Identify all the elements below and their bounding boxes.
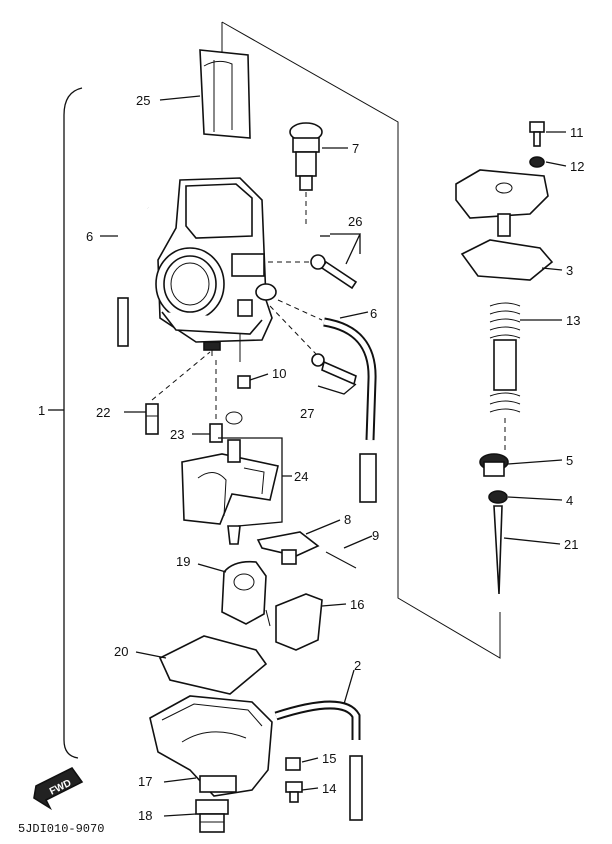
part-11-screw (529, 121, 545, 147)
part-8-plate (256, 531, 320, 565)
label-part-26: 26 (348, 214, 362, 229)
part-6-hose-left (117, 200, 150, 347)
leader-lines (100, 95, 567, 817)
label-part-2: 2 (354, 658, 361, 673)
label-part-11: 11 (570, 125, 584, 140)
label-part-18: 18 (138, 808, 152, 823)
part-7-starter-plunger (289, 122, 323, 191)
group-boundary (221, 21, 501, 659)
part-25-top-cover (199, 49, 251, 139)
label-part-13: 13 (566, 313, 580, 328)
label-part-22: 22 (96, 405, 110, 420)
part-23-jet (209, 423, 223, 443)
label-part-16: 16 (350, 597, 364, 612)
part-13-spring (489, 302, 521, 413)
fwd-arrow-icon: FWD (33, 766, 84, 811)
label-part-23: 23 (170, 427, 184, 442)
part-9-pin (325, 551, 357, 569)
part-15-nut (285, 757, 301, 771)
label-part-3: 3 (566, 263, 573, 278)
label-part-9: 9 (372, 528, 379, 543)
part-2-hose (274, 700, 363, 821)
label-part-27: 27 (300, 406, 314, 421)
part-27-screw (311, 353, 357, 386)
label-part-25: 25 (136, 93, 150, 108)
label-part-6b: 6 (370, 306, 377, 321)
label-part-20: 20 (114, 644, 128, 659)
label-part-21: 21 (564, 537, 578, 552)
label-part-7: 7 (352, 141, 359, 156)
part-19-valve (221, 560, 271, 627)
part-4-clip (488, 490, 508, 504)
part-18-drain-plug (195, 799, 229, 833)
carburetor-body (155, 177, 277, 362)
label-part-15: 15 (322, 751, 336, 766)
label-part-6a: 6 (86, 229, 93, 244)
part-24-float (181, 439, 279, 525)
document-code: 5JDI010-9070 (18, 822, 104, 836)
assembly-bracket (63, 87, 83, 759)
label-part-12: 12 (570, 159, 584, 174)
label-part-8: 8 (344, 512, 351, 527)
part-3-gasket (460, 239, 554, 281)
part-number-labels: 1 2 3 4 5 6 6 7 8 9 10 11 12 13 14 15 16… (38, 93, 584, 823)
part-24-needle (227, 525, 241, 545)
label-part-1: 1 (38, 403, 45, 418)
float-pin-ring (225, 411, 243, 425)
part-22-jet (145, 403, 159, 435)
part-5-holder (479, 453, 509, 477)
part-17-float-bowl (149, 695, 273, 797)
part-21-needle (493, 505, 503, 595)
part-20-gasket (158, 635, 268, 695)
label-part-19: 19 (176, 554, 190, 569)
label-part-5: 5 (566, 453, 573, 468)
label-part-17: 17 (138, 774, 152, 789)
label-part-24: 24 (294, 469, 308, 484)
part-top-cap (455, 169, 549, 237)
part-16-cover (275, 593, 323, 651)
label-part-4: 4 (566, 493, 573, 508)
part-6-hose-right (323, 317, 377, 503)
label-part-10: 10 (272, 366, 286, 381)
label-part-14: 14 (322, 781, 336, 796)
part-12-washer (529, 156, 545, 168)
part-10-nut (237, 375, 251, 389)
part-26-screw (310, 254, 358, 290)
part-14-bolt (285, 781, 303, 803)
